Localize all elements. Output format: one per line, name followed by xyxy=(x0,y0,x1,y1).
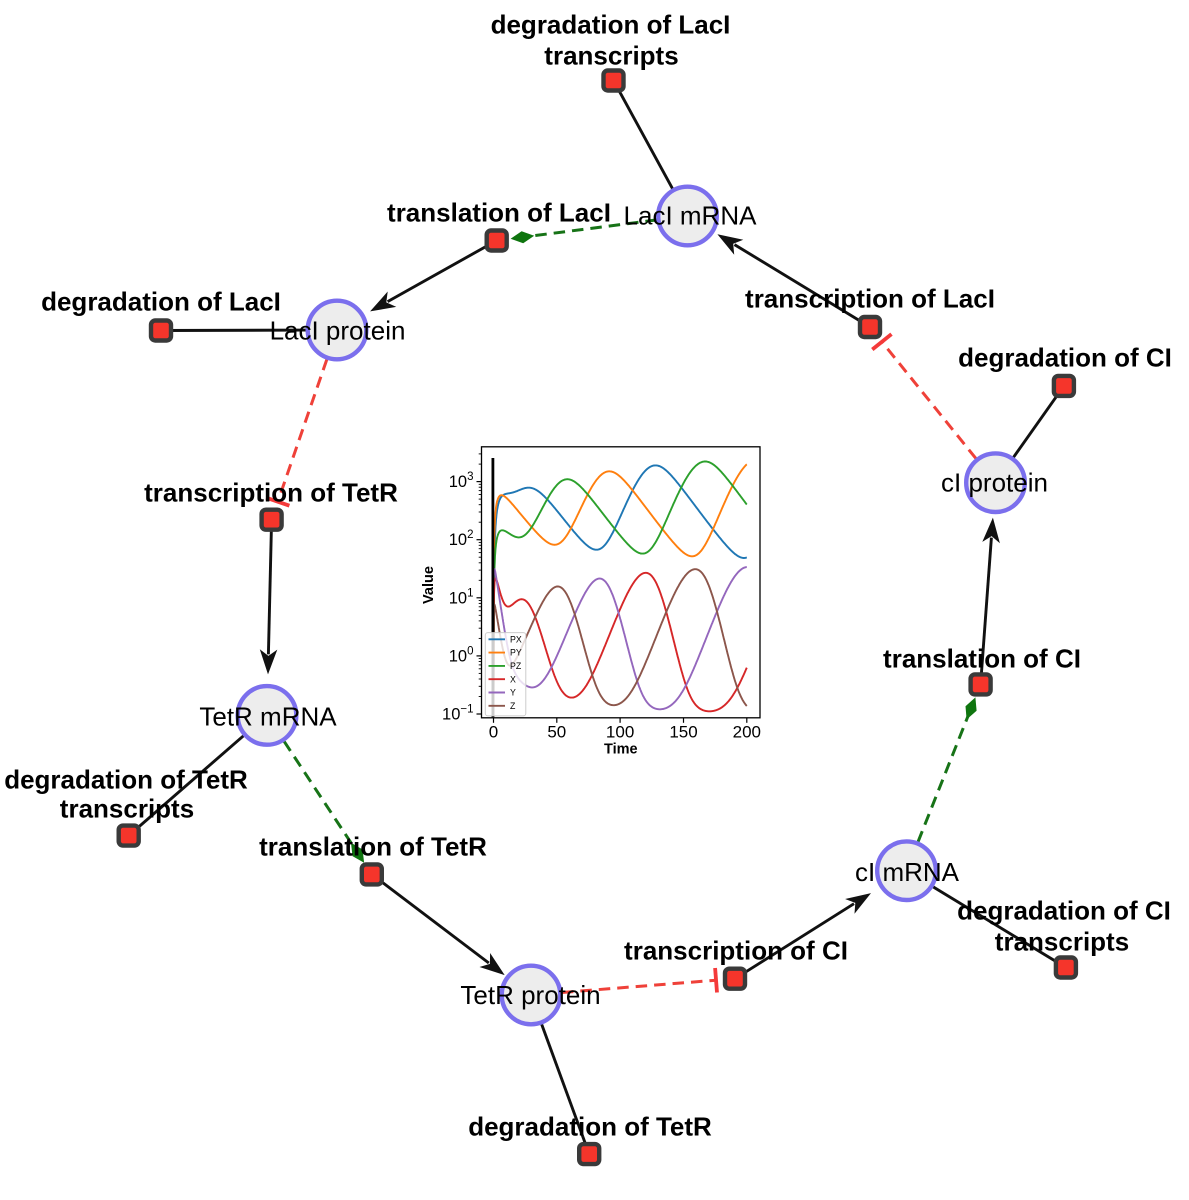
svg-text:degradation of TetR: degradation of TetR xyxy=(4,764,248,794)
svg-text:150: 150 xyxy=(669,722,697,741)
svg-text:degradation of CI: degradation of CI xyxy=(958,342,1172,372)
svg-text:transcripts: transcripts xyxy=(60,793,194,823)
svg-text:Value: Value xyxy=(421,566,437,604)
svg-text:translation of TetR: translation of TetR xyxy=(259,831,487,861)
svg-text:PY: PY xyxy=(510,648,522,658)
svg-text:Y: Y xyxy=(510,688,516,698)
svg-text:degradation of TetR: degradation of TetR xyxy=(468,1111,712,1141)
svg-text:0: 0 xyxy=(489,722,498,741)
svg-text:PX: PX xyxy=(510,634,522,644)
svg-text:PZ: PZ xyxy=(510,661,522,671)
svg-text:transcription of TetR: transcription of TetR xyxy=(144,477,398,507)
svg-text:transcription of LacI: transcription of LacI xyxy=(745,283,995,313)
svg-text:degradation of LacI: degradation of LacI xyxy=(491,9,731,39)
svg-text:LacI protein: LacI protein xyxy=(270,315,406,345)
svg-text:transcripts: transcripts xyxy=(995,926,1129,956)
svg-text:LacI mRNA: LacI mRNA xyxy=(624,200,758,230)
svg-text:TetR mRNA: TetR mRNA xyxy=(199,701,337,731)
svg-text:X: X xyxy=(510,674,516,684)
svg-text:degradation of LacI: degradation of LacI xyxy=(41,286,281,316)
svg-text:translation of CI: translation of CI xyxy=(883,643,1081,673)
svg-text:TetR protein: TetR protein xyxy=(460,980,600,1010)
svg-text:translation of LacI: translation of LacI xyxy=(387,197,611,227)
svg-text:transcripts: transcripts xyxy=(544,40,678,70)
svg-text:100: 100 xyxy=(606,722,634,741)
svg-text:degradation of CI: degradation of CI xyxy=(957,895,1171,925)
svg-text:Z: Z xyxy=(510,701,516,711)
svg-text:Time: Time xyxy=(604,742,638,758)
svg-text:cI protein: cI protein xyxy=(941,467,1048,497)
svg-text:cI mRNA: cI mRNA xyxy=(855,857,960,887)
svg-text:200: 200 xyxy=(733,722,761,741)
svg-text:transcription of CI: transcription of CI xyxy=(624,935,848,965)
svg-text:50: 50 xyxy=(547,722,566,741)
